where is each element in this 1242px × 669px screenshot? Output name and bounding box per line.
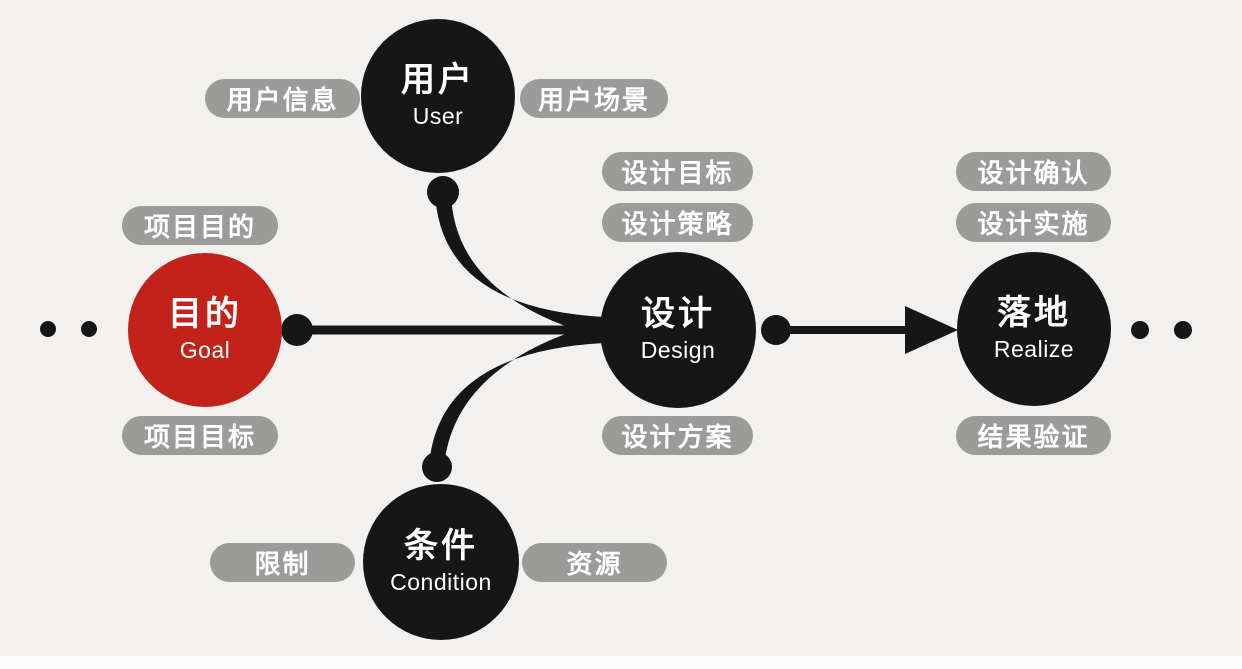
node-realize-label-zh: 落地 xyxy=(997,293,1071,332)
node-goal: 目的 Goal xyxy=(128,253,282,407)
node-user-label-zh: 用户 xyxy=(401,60,475,99)
node-condition-label-zh: 条件 xyxy=(404,526,478,565)
connector-user-design xyxy=(435,192,610,340)
node-condition: 条件 Condition xyxy=(363,484,519,640)
pill-user-left: 用户信息 xyxy=(205,79,360,118)
connector-condition-design xyxy=(429,320,610,466)
junction-dot-condition xyxy=(422,452,452,482)
pill-realize-bottom: 结果验证 xyxy=(956,416,1111,455)
pill-design-top-2: 设计策略 xyxy=(602,203,753,242)
pill-realize-top-2: 设计实施 xyxy=(956,203,1111,242)
pill-goal-bottom: 项目目标 xyxy=(122,416,278,455)
bottom-strip xyxy=(0,656,1242,669)
pill-design-top-1: 设计目标 xyxy=(602,152,753,191)
ellipsis-right-dot xyxy=(1174,321,1192,339)
pill-realize-top-1: 设计确认 xyxy=(956,152,1111,191)
junction-dot-design xyxy=(761,315,791,345)
node-condition-label-en: Condition xyxy=(390,569,492,596)
node-user: 用户 User xyxy=(361,19,515,173)
ellipsis-right-dot xyxy=(1131,321,1149,339)
node-design: 设计 Design xyxy=(600,252,756,408)
pill-design-bottom: 设计方案 xyxy=(602,416,753,455)
junction-dot-goal xyxy=(281,314,313,346)
pill-condition-right: 资源 xyxy=(522,543,667,582)
node-realize-label-en: Realize xyxy=(993,336,1075,363)
ellipsis-left-dot xyxy=(81,321,97,337)
pill-condition-left: 限制 xyxy=(210,543,355,582)
node-design-label-en: Design xyxy=(640,337,716,364)
arrowhead-icon xyxy=(905,306,958,354)
ellipsis-left-dot xyxy=(40,321,56,337)
pill-goal-top: 项目目的 xyxy=(122,206,278,245)
pill-user-right: 用户场景 xyxy=(520,79,668,118)
junction-dot-user xyxy=(427,176,459,208)
node-realize: 落地 Realize xyxy=(957,252,1111,406)
node-goal-label-en: Goal xyxy=(179,337,231,364)
node-design-label-zh: 设计 xyxy=(641,294,715,333)
node-user-label-en: User xyxy=(412,103,464,130)
node-goal-label-zh: 目的 xyxy=(168,294,242,333)
